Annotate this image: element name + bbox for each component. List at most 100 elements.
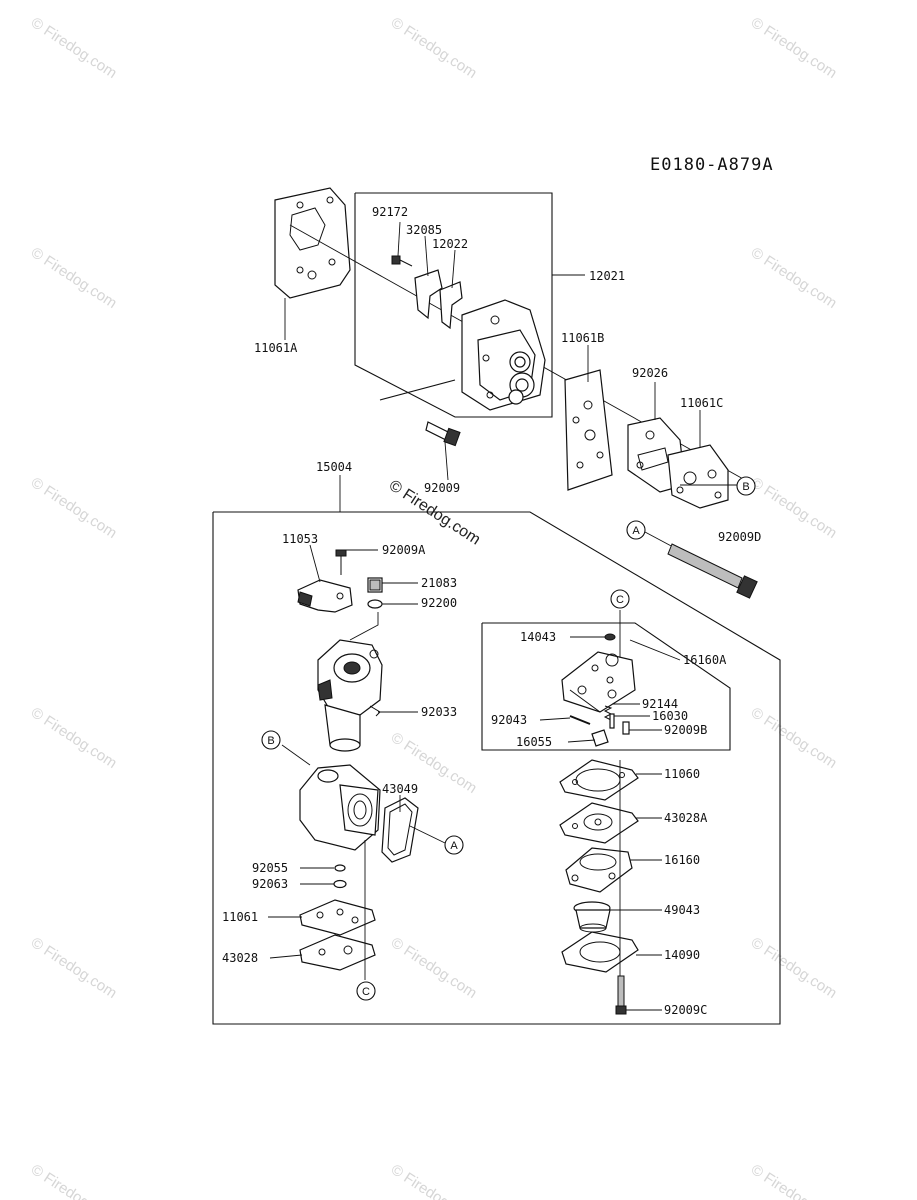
label-11053: 11053 [282,532,318,546]
group-outline-92009 [379,379,456,401]
label-92026: 92026 [632,366,668,380]
gasket-43049 [381,797,419,863]
screw-92009c [615,975,627,1015]
group-outline-12021 [354,192,553,418]
cup-49043 [573,901,611,933]
watermark: © Firedog.com [748,934,840,1002]
label-92009d: 92009D [718,530,761,544]
filter-92063 [333,879,347,889]
ref-marker-a-mid: A [444,835,464,855]
watermark: © Firedog.com [388,14,480,82]
watermark: © Firedog.com [748,474,840,542]
leader-lines [268,221,738,1011]
washer-92200 [367,599,383,609]
watermark: © Firedog.com [28,1161,120,1200]
needle-16030 [609,713,615,729]
watermark: © Firedog.com [28,474,120,542]
watermark: © Firedog.com [28,934,120,1002]
label-92055: 92055 [252,861,288,875]
svg-text:C: C [362,986,370,998]
screw-92009a [335,549,347,575]
label-43028a: 43028A [664,811,708,825]
diagram-code: E0180-A879A [650,155,774,175]
spring-92144 [603,705,613,721]
svg-text:C: C [616,594,624,606]
label-11061c: 11061C [680,396,723,410]
watermark: © Firedog.com [28,244,120,312]
label-21083: 21083 [421,576,457,590]
group-outline-15004 [212,511,781,1025]
screw-92172 [391,255,413,267]
screw-92009b [622,721,630,735]
svg-text:B: B [742,481,749,493]
label-11061: 11061 [222,910,258,924]
carburetor-body [317,639,383,752]
plate-32085 [414,269,443,320]
label-16030: 16030 [652,709,688,723]
label-32085: 32085 [406,223,442,237]
watermark: © Firedog.com [388,1161,480,1200]
gasket-11061c [667,444,729,509]
label-92033: 92033 [421,705,457,719]
label-14090: 14090 [664,948,700,962]
cover-16160 [565,847,633,893]
label-92009a: 92009A [382,543,426,557]
label-92009: 92009 [424,481,460,495]
seal-14043 [604,633,616,641]
watermark: © Firedog.com [388,934,480,1002]
label-16160: 16160 [664,853,700,867]
label-92172: 92172 [372,205,408,219]
diaphragm-43028a [559,802,639,844]
svg-text:A: A [450,840,458,852]
label-92144: 92144 [642,697,678,711]
ref-marker-c-top: C [610,589,630,609]
plate-14090 [561,931,639,973]
bolt-92009 [425,421,461,447]
label-16160a: 16160A [683,653,727,667]
group-outline-16160a [481,622,731,751]
spring-92033 [369,705,381,717]
bolt-92009d [644,531,758,599]
label-92200: 92200 [421,596,457,610]
label-14043: 14043 [520,630,556,644]
label-92063: 92063 [252,877,288,891]
label-43028: 43028 [222,951,258,965]
diaphragm-43028 [299,934,376,971]
watermark: © Firedog.com [748,244,840,312]
label-92009b: 92009B [664,723,707,737]
ref-marker-c-bottom: C [356,981,376,1001]
label-43049: 43049 [382,782,418,796]
pump-body [299,764,381,851]
label-15004: 15004 [316,460,352,474]
lever-11053 [297,579,353,613]
label-12022: 12022 [432,237,468,251]
pin-92043 [569,715,591,725]
label-11060: 11060 [664,767,700,781]
label-11061a: 11061A [254,341,298,355]
nozzle-21083 [367,577,383,593]
watermark: © Firedog.com [748,704,840,772]
label-92009c: 92009C [664,1003,707,1017]
svg-text:B: B [267,735,274,747]
gasket-11061b [564,369,613,491]
lever-16055 [591,729,609,747]
washer-92055 [334,864,346,872]
watermark: © Firedog.com [28,14,120,82]
link-21083 [349,612,379,641]
ref-marker-a-top: A [626,520,646,540]
watermark: © Firedog.com [748,1161,840,1200]
gasket-11061 [299,899,376,936]
ref-marker-b-top: B [736,476,756,496]
label-16055: 16055 [516,735,552,749]
label-11061b: 11061B [561,331,604,345]
label-92043: 92043 [491,713,527,727]
label-49043: 49043 [664,903,700,917]
plate-12022 [439,281,463,330]
gasket-11061a [274,187,351,299]
gasket-11060 [559,759,639,801]
pump-cover-16160a [561,651,636,713]
watermark: © Firedog.com [748,14,840,82]
ref-marker-b-mid: B [261,730,281,750]
body-12021 [461,299,546,411]
